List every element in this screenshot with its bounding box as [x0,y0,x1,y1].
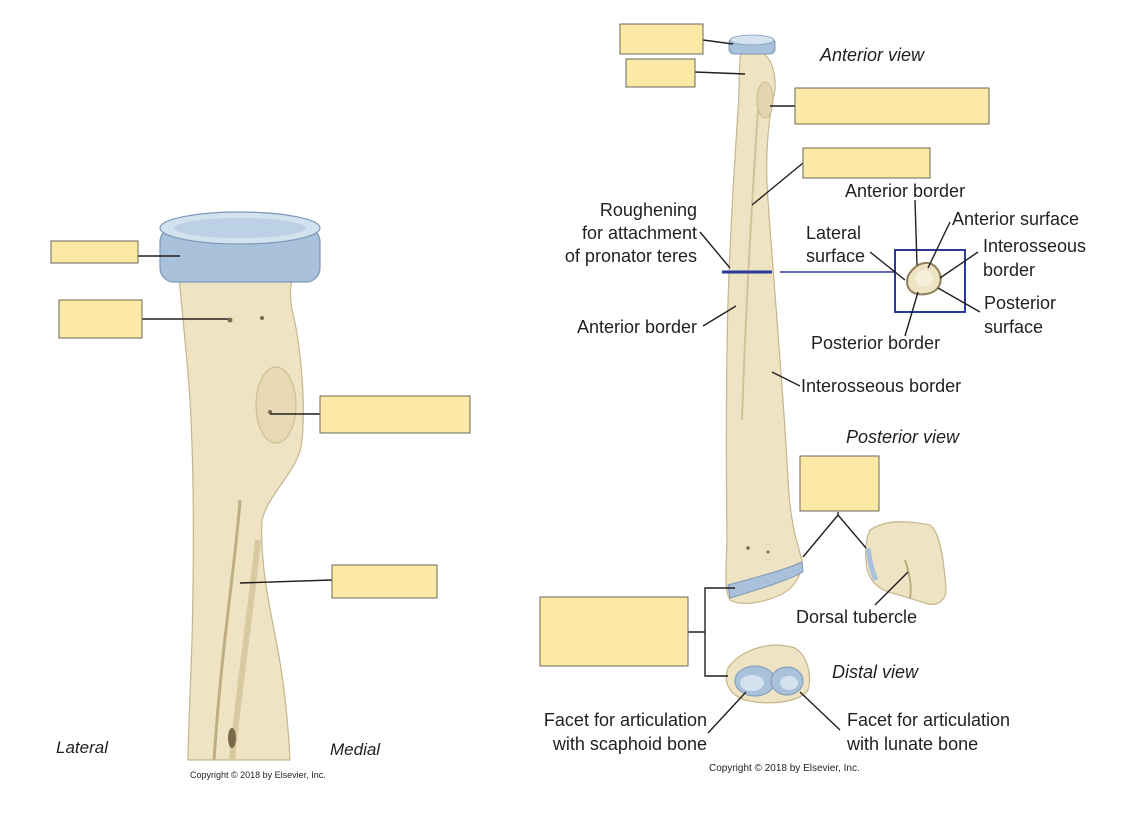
nutrient-pit [268,410,272,414]
cs-posterior-surface-label-1: Posterior [984,293,1056,313]
blank-label-box-neck[interactable] [58,299,143,339]
cs-lateral-surface-label-2: surface [806,246,865,266]
leader-line [771,371,801,387]
distal-view-title: Distal view [832,662,919,682]
cs-posterior-border-label: Posterior border [811,333,940,353]
leader-line [904,291,919,337]
interosseous-border-shaft-label: Interosseous border [801,376,961,396]
distal-articular-surface [727,561,804,599]
leader-line [694,71,746,75]
leader-line [707,691,747,734]
radius-bone-anterior [725,51,803,605]
blank-label-box-styloid[interactable] [539,596,689,667]
blank-label-box-neck-right[interactable] [625,58,696,88]
leader-line [939,251,979,279]
shaft-shading [229,539,261,761]
nutrient-pit [746,546,750,550]
blank-label-box-ulnar-notch[interactable] [799,455,880,512]
lateral-label: Lateral [56,738,109,757]
radial-tuberosity [756,81,774,119]
leader-line [914,199,918,266]
left-panel: Lateral Medial Copyright © 2018 by Elsev… [50,211,471,780]
tubercle-ridge [904,559,912,599]
nutrient-foramen [228,728,236,748]
nutrient-pit [766,550,770,554]
right-panel: Anterior view Posterior view Distal view… [539,23,1086,774]
posterior-view-title: Posterior view [846,427,960,447]
anterior-view-title: Anterior view [819,45,925,65]
facet-scaphoid-label-2: with scaphoid bone [552,734,707,754]
leader-line [937,287,981,313]
leader-line [799,691,841,731]
interosseous-ridge [212,499,242,761]
leader-line [927,221,951,269]
leader-line [239,579,333,584]
facet-highlight [780,676,798,690]
leader-line-ulnar-notch [802,513,867,558]
copyright-left: Copyright © 2018 by Elsevier, Inc. [190,770,326,780]
blank-label-box-head[interactable] [50,240,139,264]
cs-posterior-surface-label-2: surface [984,317,1043,337]
leader-line [702,39,734,45]
nutrient-pit [227,317,233,323]
cross-section-marrow [914,270,934,287]
facet-lunate-label-1: Facet for articulation [847,710,1010,730]
leader-line [869,251,906,281]
leader-line [751,162,804,206]
cross-section-frame [894,249,966,313]
leader-line [702,305,737,327]
blank-label-box-tuberosity[interactable] [319,395,471,434]
shaft-ridge [741,109,759,421]
nutrient-pit [260,316,264,320]
copyright-right: Copyright © 2018 by Elsevier, Inc. [709,763,860,774]
facet-scaphoid-label-1: Facet for articulation [544,710,707,730]
facet-lunate-label-2: with lunate bone [846,734,978,754]
cs-interosseous-border-label-1: Interosseous [983,236,1086,256]
cs-lateral-surface-label-1: Lateral [806,223,861,243]
bracket-leader [704,587,735,677]
leader-line [874,571,909,606]
roughening-line-3: of pronator teres [565,246,697,266]
blank-label-box-tuberosity-right[interactable] [794,87,990,125]
dorsal-tubercle-label: Dorsal tubercle [796,607,917,627]
radial-head-fovea [729,34,775,46]
blank-label-box-oblique-line[interactable] [331,564,438,599]
ulnar-notch-posterior [865,547,879,582]
cs-anterior-surface-label: Anterior surface [952,209,1079,229]
roughening-line-1: Roughening [600,200,697,220]
roughening-line-2: for attachment [582,223,697,243]
blank-label-box-head-right[interactable] [619,23,704,55]
anterior-border-shaft-label: Anterior border [577,317,697,337]
blank-label-box-oblique-right[interactable] [802,147,931,179]
leader-line [699,231,731,269]
facet-highlight [740,675,764,691]
cs-interosseous-border-label-2: border [983,260,1035,280]
fovea-depression [174,218,306,238]
radial-tuberosity [255,366,297,444]
medial-label: Medial [330,740,381,759]
cs-anterior-border-label: Anterior border [845,181,965,201]
